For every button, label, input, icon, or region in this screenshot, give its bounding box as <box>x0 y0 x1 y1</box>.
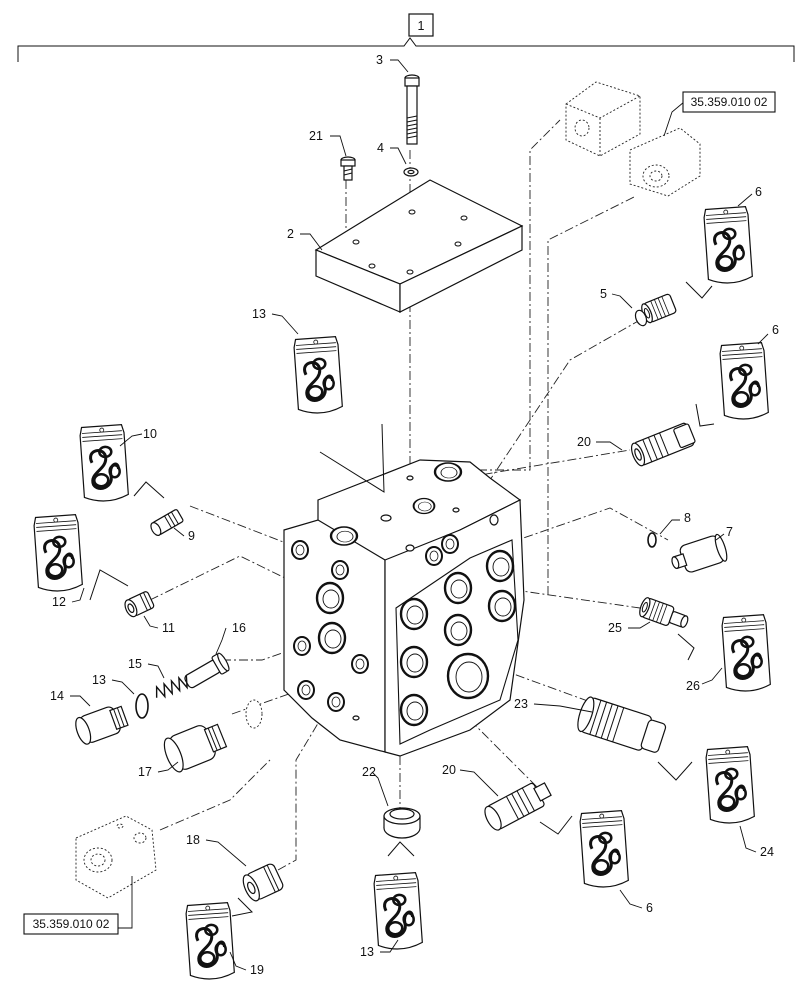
seal-kit-bag-12 <box>32 513 85 594</box>
plug-part-22 <box>383 807 421 839</box>
plug-part-11 <box>124 591 155 618</box>
callout-6-a: 6 <box>755 185 762 199</box>
callout-7: 7 <box>726 525 733 539</box>
oring-part-13 <box>135 693 149 719</box>
callout-21: 21 <box>309 129 323 143</box>
plug-part-14 <box>75 705 129 745</box>
callout-13-a: 13 <box>252 307 266 321</box>
oring-part-8 <box>647 532 657 548</box>
seal-kit-bag-26 <box>720 613 773 694</box>
plug-part-18 <box>242 863 284 902</box>
callout-5: 5 <box>600 287 607 301</box>
callout-14: 14 <box>50 689 64 703</box>
assembly-number-box: 1 <box>408 13 434 37</box>
spring-part-15 <box>155 674 188 699</box>
seal-kit-bag-10 <box>78 423 131 504</box>
callout-8: 8 <box>684 511 691 525</box>
reference-box-top[interactable]: 35.359.010 02 <box>682 91 776 113</box>
callout-26: 26 <box>686 679 700 693</box>
ghost-seal <box>245 699 263 729</box>
callout-3: 3 <box>376 53 383 67</box>
seal-kit-bag-24 <box>704 745 757 826</box>
spool-part-16 <box>184 652 230 689</box>
callout-10: 10 <box>143 427 157 441</box>
callout-19: 19 <box>250 963 264 977</box>
assembly-number: 1 <box>418 19 425 33</box>
fitting-part-25 <box>637 595 689 628</box>
callout-20-b: 20 <box>442 763 456 777</box>
washer-part-4 <box>403 167 419 177</box>
callout-4: 4 <box>377 141 384 155</box>
ghost-flange-top <box>565 81 701 197</box>
seal-kit-bag-19 <box>184 901 237 982</box>
callout-24: 24 <box>760 845 774 859</box>
ghost-flange-bottom <box>75 815 157 899</box>
callout-16: 16 <box>232 621 246 635</box>
callout-13-c: 13 <box>360 945 374 959</box>
assembly-bracket <box>17 37 795 62</box>
reference-label-bottom[interactable]: 35.359.010 02 <box>33 917 110 931</box>
kit-pointer-lines <box>89 281 715 917</box>
valve-block-body <box>283 459 525 757</box>
cover-plate-part-2 <box>314 179 524 313</box>
callout-12: 12 <box>52 595 66 609</box>
plug-part-17 <box>163 723 228 773</box>
callout-18: 18 <box>186 833 200 847</box>
screw-part-21 <box>340 156 356 181</box>
bolt-part-3 <box>404 74 420 145</box>
callout-15: 15 <box>128 657 142 671</box>
callout-6-b: 6 <box>772 323 779 337</box>
callout-22: 22 <box>362 765 376 779</box>
seal-kit-bag-6-mid <box>718 341 771 422</box>
check-valve-part-9 <box>150 509 184 536</box>
seal-kit-bag-13-top <box>292 335 345 416</box>
callout-11: 11 <box>162 621 175 635</box>
seal-kit-bag-6-top <box>702 205 755 286</box>
relief-valve-part-20-bottom <box>484 782 552 831</box>
relief-valve-part-23 <box>577 696 667 753</box>
plug-part-7 <box>671 533 728 573</box>
seal-kit-bag-13-bottom <box>372 871 425 952</box>
callout-25: 25 <box>608 621 622 635</box>
callout-numbers: 3 21 4 2 6 5 13 6 10 20 9 8 7 12 11 25 1… <box>50 53 779 977</box>
callout-6-c: 6 <box>646 901 653 915</box>
callout-13-b: 13 <box>92 673 106 687</box>
relief-valve-part-20-top <box>630 422 696 467</box>
seal-kit-bag-6-bottom <box>578 809 631 890</box>
reference-label-top[interactable]: 35.359.010 02 <box>691 95 768 109</box>
callout-2: 2 <box>287 227 294 241</box>
callout-17: 17 <box>138 765 152 779</box>
reference-box-bottom[interactable]: 35.359.010 02 <box>23 913 119 935</box>
callout-23: 23 <box>514 697 528 711</box>
callout-20-a: 20 <box>577 435 591 449</box>
fitting-part-5 <box>634 292 678 327</box>
callout-leaders <box>70 59 769 971</box>
callout-9: 9 <box>188 529 195 543</box>
